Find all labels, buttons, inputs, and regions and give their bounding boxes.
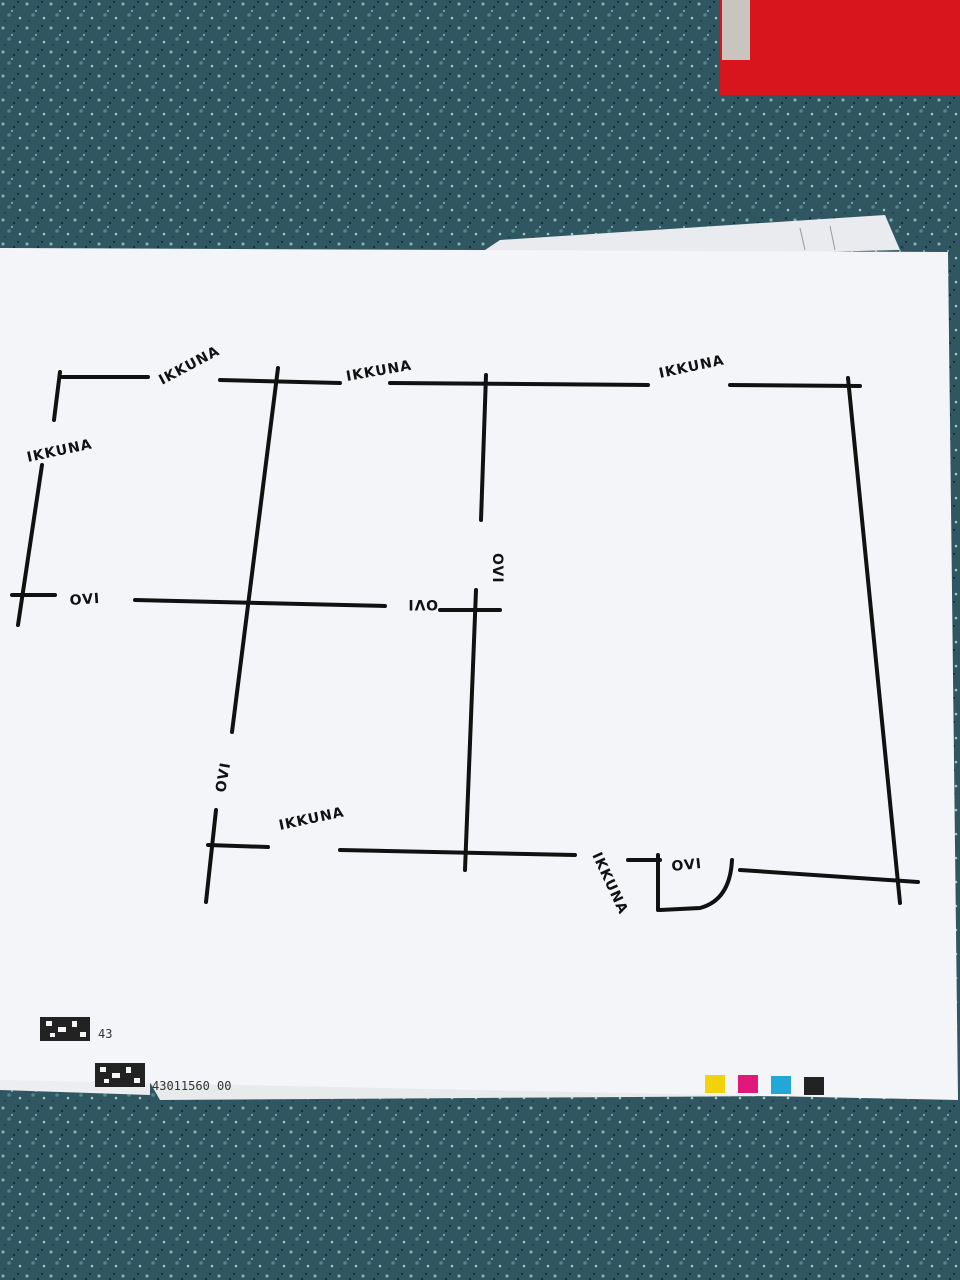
wall	[738, 868, 920, 884]
wall	[16, 463, 44, 627]
wall	[133, 598, 387, 608]
door-label: OVI	[407, 596, 438, 612]
wall	[728, 383, 862, 388]
door-label: OVI	[213, 761, 234, 794]
wall	[218, 378, 342, 385]
door-label: OVI	[69, 591, 101, 609]
wall	[463, 588, 478, 872]
wall	[388, 381, 650, 387]
datamatrix-code-1	[40, 1017, 90, 1041]
registration-cyan	[771, 1076, 791, 1094]
serial-number-top: 43011560 00	[152, 1079, 231, 1093]
wall	[52, 370, 62, 422]
red-book	[720, 0, 960, 95]
registration-magenta	[738, 1075, 758, 1093]
wall	[230, 366, 280, 734]
wall	[204, 808, 218, 904]
datamatrix-code-2	[95, 1063, 145, 1087]
wall	[338, 848, 577, 857]
door-swing	[658, 858, 734, 912]
paper-stack-top	[470, 215, 900, 260]
wall	[846, 376, 902, 905]
door-label: OVI	[489, 553, 505, 584]
wall	[479, 373, 488, 522]
registration-black	[804, 1077, 824, 1095]
paper-sheet	[0, 248, 958, 1100]
door-label: OVI	[671, 856, 703, 875]
registration-yellow	[705, 1075, 725, 1093]
book-pages	[722, 0, 750, 60]
serial-number-under: 43	[98, 1027, 112, 1041]
wall	[206, 843, 270, 849]
walls	[10, 366, 920, 912]
